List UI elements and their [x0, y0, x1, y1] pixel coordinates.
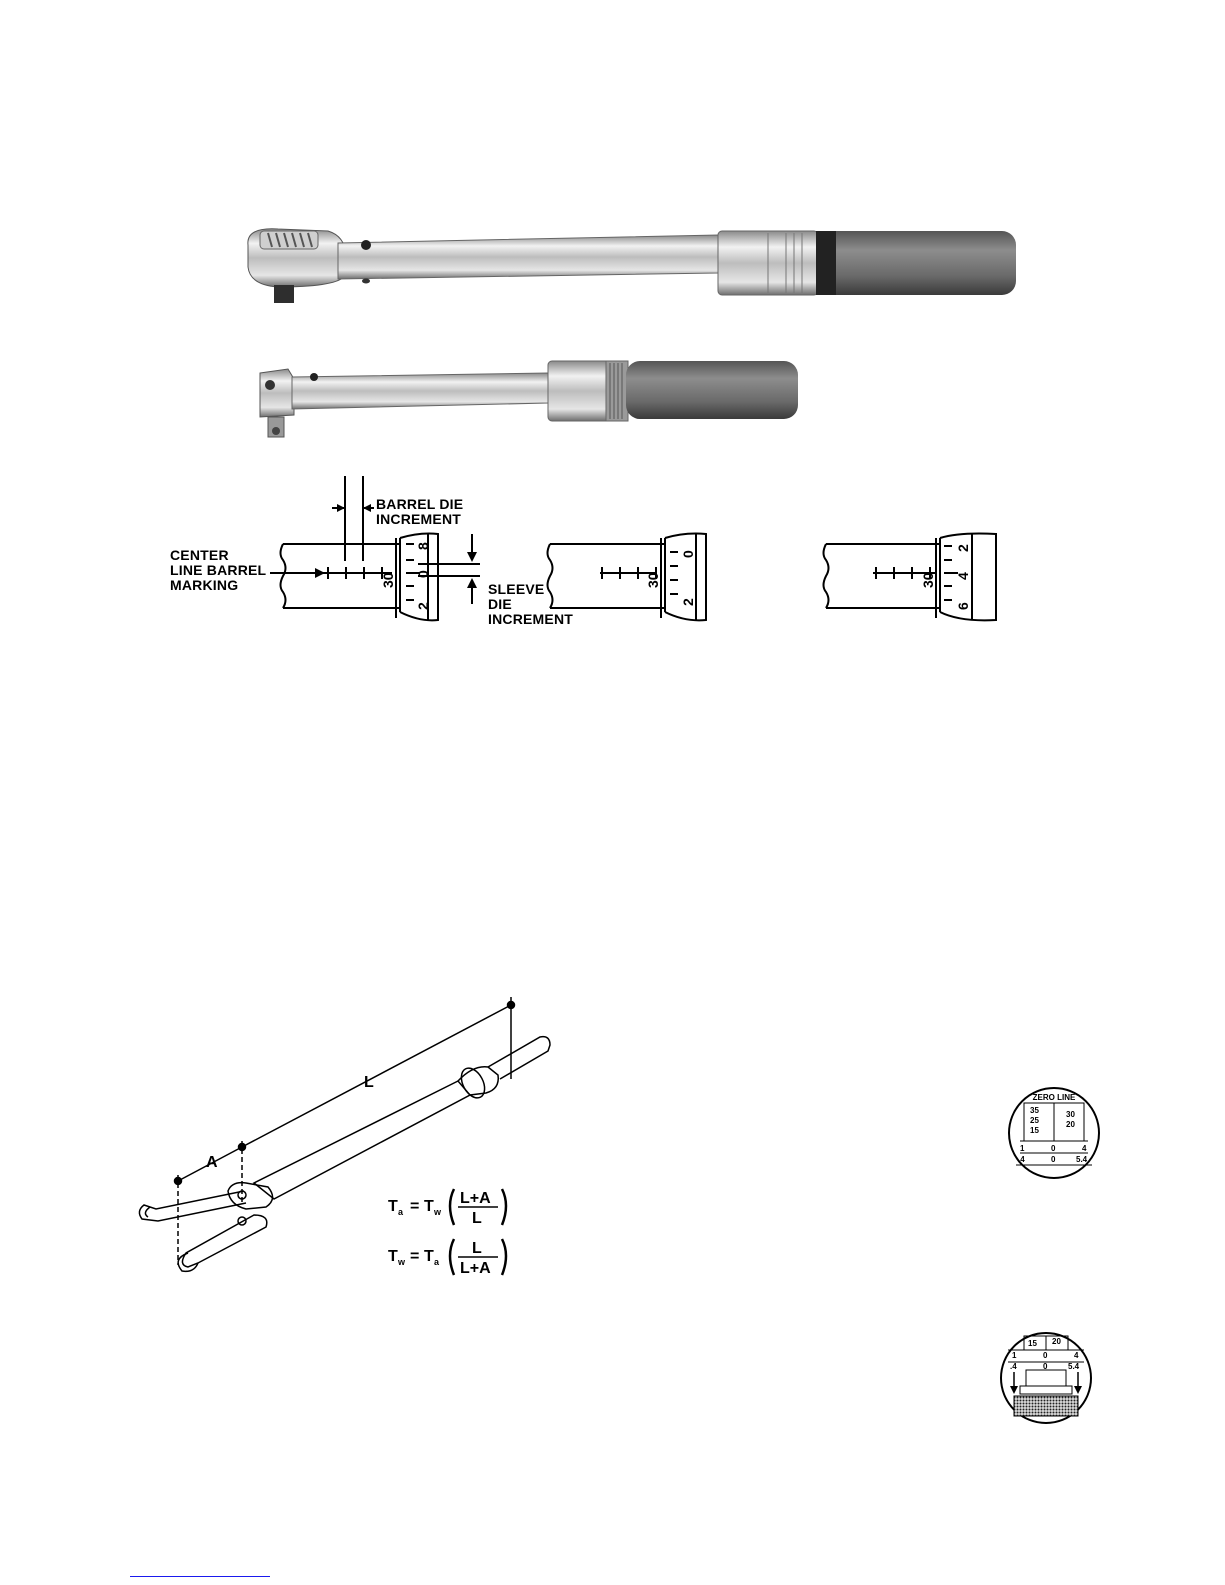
scale2-sleeve-0: 0: [680, 550, 696, 558]
zl-row2-c: 5.4: [1076, 1155, 1088, 1164]
sleeve-die-line-1: SLEEVE: [488, 582, 573, 597]
si-row2-a: .4: [1010, 1362, 1017, 1371]
si-row2-c: 5.4: [1068, 1362, 1080, 1371]
barrel-sleeve-scale-diagram: 30 8 0 2 30 0 2 30: [160, 476, 1040, 636]
torque-formulas: T a = T w L+A L T w = T a L L+A: [388, 1183, 528, 1279]
center-line-2: LINE BARREL: [170, 563, 266, 578]
formula1-rhs: T: [424, 1198, 434, 1215]
micrometer-torque-wrench-photo: [248, 355, 808, 445]
formula2-den: L+A: [460, 1260, 491, 1277]
scale3-sleeve-6: 6: [955, 602, 971, 610]
scale3-barrel-30: 30: [920, 572, 936, 588]
ratchet-torque-wrench-photo: [238, 215, 1038, 325]
sleeve-die-increment-label: SLEEVE DIE INCREMENT: [488, 582, 573, 627]
scale3-sleeve-2: 2: [955, 544, 971, 552]
formula2-rhs: T: [424, 1248, 434, 1265]
formula2-lhs-sub: w: [397, 1257, 406, 1267]
center-line-barrel-marking-label: CENTER LINE BARREL MARKING: [170, 548, 266, 593]
scale1-barrel-30: 30: [380, 572, 396, 588]
center-line-3: MARKING: [170, 578, 266, 593]
zero-line-title: ZERO LINE: [1033, 1093, 1076, 1102]
formula1-eq: =: [410, 1198, 419, 1215]
formula1-den: L: [472, 1210, 482, 1227]
scale2-sleeve-2: 2: [680, 598, 696, 606]
scale1-sleeve-0: 0: [415, 570, 431, 578]
zl-row2-b: 0: [1051, 1155, 1056, 1164]
zl-row1-c: 4: [1082, 1144, 1087, 1153]
scale2-barrel-30: 30: [645, 572, 661, 588]
zl-row1-b: 0: [1051, 1144, 1056, 1153]
si-row1-c: 4: [1074, 1351, 1079, 1360]
si-row1-b: 0: [1043, 1351, 1048, 1360]
formula2-num: L: [472, 1240, 482, 1257]
dimension-L-label: L: [364, 1074, 374, 1091]
si-row2-b: 0: [1043, 1362, 1048, 1371]
footer-link-underline: [130, 1576, 270, 1577]
sleeve-adjust-inset: 15 20 1 0 4 .4 0 5.4: [998, 1330, 1094, 1426]
zl-left-15: 15: [1030, 1126, 1039, 1135]
zl-left-35: 35: [1030, 1106, 1039, 1115]
scale1-sleeve-2: 2: [415, 602, 431, 610]
formula2-lhs: T: [388, 1248, 398, 1265]
formula1-lhs: T: [388, 1198, 398, 1215]
center-line-1: CENTER: [170, 548, 266, 563]
formula1-rhs-sub: w: [433, 1207, 442, 1217]
sleeve-die-line-3: INCREMENT: [488, 612, 573, 627]
dimension-A-label: A: [206, 1154, 218, 1171]
zl-left-25: 25: [1030, 1116, 1039, 1125]
scale3-sleeve-4: 4: [955, 572, 971, 580]
sleeve-die-line-2: DIE: [488, 597, 573, 612]
zl-row1-a: 1: [1020, 1144, 1025, 1153]
zl-row2-a: .4: [1018, 1155, 1025, 1164]
si-top-20: 20: [1052, 1337, 1061, 1346]
si-top-15: 15: [1028, 1339, 1037, 1348]
formula2-rhs-sub: a: [434, 1257, 440, 1267]
barrel-die-increment-label: BARREL DIE INCREMENT: [376, 497, 463, 527]
zl-right-30: 30: [1066, 1110, 1075, 1119]
formula1-lhs-sub: a: [398, 1207, 404, 1217]
zero-line-inset: ZERO LINE 35 25 15 30 20 1 0 4 .4 0 5.4: [1006, 1085, 1102, 1181]
formula2-eq: =: [410, 1248, 419, 1265]
formula1-num: L+A: [460, 1190, 491, 1207]
scale1-sleeve-8: 8: [415, 542, 431, 550]
barrel-die-line-1: BARREL DIE: [376, 497, 463, 512]
barrel-die-line-2: INCREMENT: [376, 512, 463, 527]
si-row1-a: 1: [1012, 1351, 1017, 1360]
zl-right-20: 20: [1066, 1120, 1075, 1129]
